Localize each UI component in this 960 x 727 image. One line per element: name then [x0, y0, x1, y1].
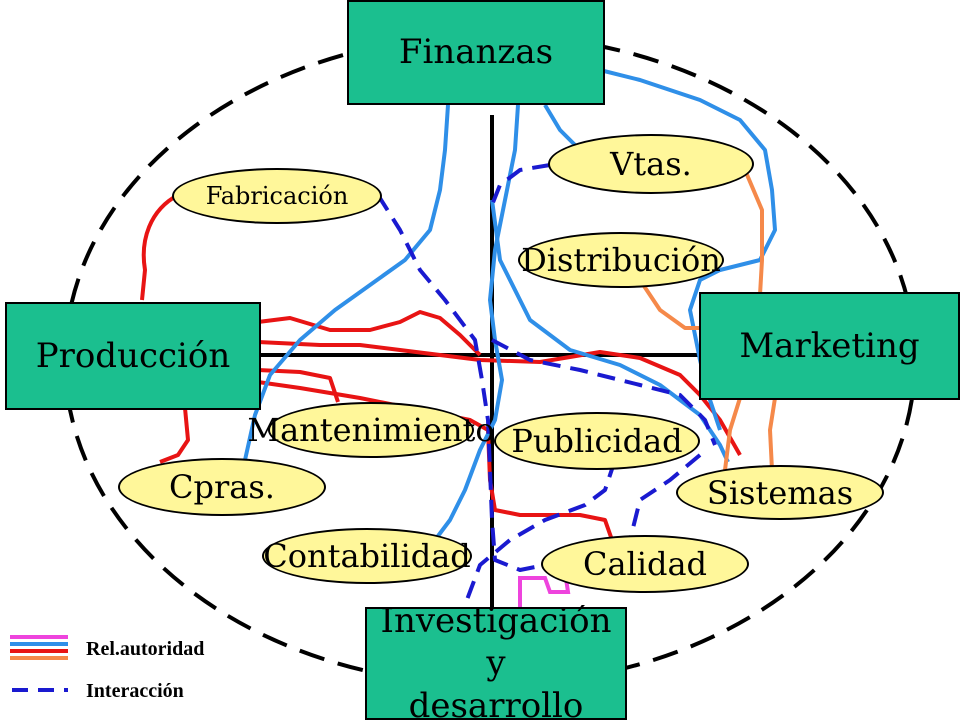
blue-line-finanzas-left: [243, 104, 450, 461]
sistemas-ellipse: Sistemas: [676, 465, 884, 520]
orange-line-vtas: [743, 169, 764, 296]
interaction-lines: [376, 163, 717, 606]
blue-line-finanzas-right: [599, 68, 777, 431]
red-line-produccion-low: [257, 368, 340, 403]
red-line-cpras: [159, 407, 190, 464]
dash-line-center: [491, 338, 717, 446]
contabilidad-ellipse: Contabilidad: [262, 528, 472, 584]
blue-line-finanzas-center: [433, 104, 520, 542]
fabricacion-ellipse: Fabricación: [172, 168, 382, 224]
legend-authority-swatch: [10, 635, 68, 660]
dash-line-publicidad: [463, 459, 617, 606]
finanzas-box: Finanzas: [347, 0, 605, 105]
dash-line-vtas: [488, 163, 551, 211]
distribucion-ellipse: Distribución: [518, 232, 724, 288]
orange-line-sistemas-b: [768, 397, 777, 471]
legend-interaction-label: Interacción: [86, 680, 184, 702]
mantenimiento-ellipse: Mantenimiento: [247, 402, 495, 458]
calidad-ellipse: Calidad: [541, 535, 749, 593]
legend-authority-label: Rel.autoridad: [86, 638, 205, 660]
orange-line-sistemas-a: [723, 397, 742, 471]
red-line-fabricacion: [140, 193, 179, 301]
red-line-produccion-top: [257, 310, 482, 357]
orange-line-distribucion: [638, 278, 700, 330]
orange-authority-lines: [638, 169, 777, 471]
publicidad-ellipse: Publicidad: [494, 412, 700, 470]
dash-line-fabricacion: [376, 193, 546, 572]
cpras-ellipse: Cpras.: [118, 458, 326, 516]
dash-line-calidad: [628, 453, 702, 541]
blue-line-diag: [490, 199, 730, 463]
produccion-box: Producción: [5, 302, 261, 410]
pink-authority-line: [518, 571, 571, 610]
investigacion-box: Investigación y desarrollo: [365, 601, 627, 726]
marketing-box: Marketing: [699, 292, 960, 400]
vtas-ellipse: Vtas.: [548, 134, 754, 194]
blue-authority-lines: [243, 68, 777, 542]
